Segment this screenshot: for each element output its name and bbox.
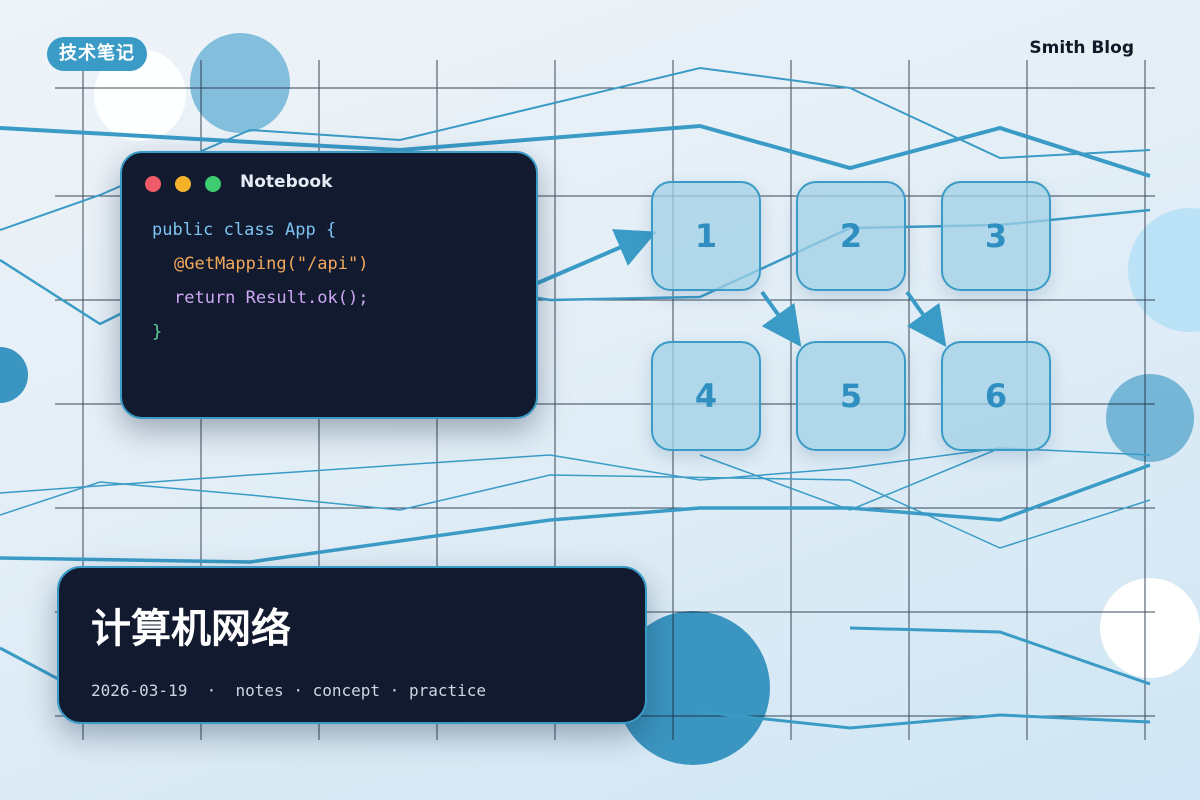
code-line: @GetMapping("/api") xyxy=(174,254,369,274)
decor-circle-light xyxy=(1128,208,1200,332)
decor-circle-blue xyxy=(616,611,770,765)
decor-circle-blue xyxy=(1106,374,1194,462)
code-window-title: Notebook xyxy=(240,172,333,192)
code-window: Notebook public class App { @GetMapping(… xyxy=(120,151,538,419)
diagram-node-5: 5 xyxy=(796,341,906,451)
site-name[interactable]: Smith Blog xyxy=(1029,38,1134,58)
maximize-dot-icon xyxy=(205,176,221,192)
page-title: 计算机网络 xyxy=(91,606,291,652)
decor-circle-blue xyxy=(190,33,290,133)
post-tag[interactable]: notes xyxy=(235,681,284,700)
post-tag[interactable]: practice xyxy=(408,681,487,700)
post-tag[interactable]: concept xyxy=(312,681,381,700)
minimize-dot-icon xyxy=(175,176,191,192)
diagram-node-2: 2 xyxy=(796,181,906,291)
meta-separator: · xyxy=(389,681,400,700)
category-tag[interactable]: 技术笔记 xyxy=(47,37,147,71)
decor-circle-white xyxy=(1100,578,1200,678)
post-meta: 2026-03-19 · notes · concept · practice xyxy=(91,681,486,700)
diagram-node-6: 6 xyxy=(941,341,1051,451)
arrow-1-to-5 xyxy=(760,290,802,348)
code-line: public class App { xyxy=(152,220,337,240)
flow-arrows xyxy=(532,229,947,348)
code-line: } xyxy=(152,322,163,342)
code-line: return Result.ok(); xyxy=(174,288,369,308)
arrow-code-to-1 xyxy=(532,229,657,287)
meta-separator: · xyxy=(293,681,303,700)
decor-circle-white xyxy=(94,49,186,141)
decor-circle-blue xyxy=(0,347,28,403)
post-date: 2026-03-19 xyxy=(91,681,188,700)
meta-separator: · xyxy=(206,681,217,700)
diagram-node-3: 3 xyxy=(941,181,1051,291)
arrow-2-to-6 xyxy=(905,290,947,348)
title-card: 计算机网络 2026-03-19 · notes · concept · pra… xyxy=(57,566,647,724)
close-dot-icon xyxy=(145,176,161,192)
diagram-node-1: 1 xyxy=(651,181,761,291)
diagram-node-4: 4 xyxy=(651,341,761,451)
